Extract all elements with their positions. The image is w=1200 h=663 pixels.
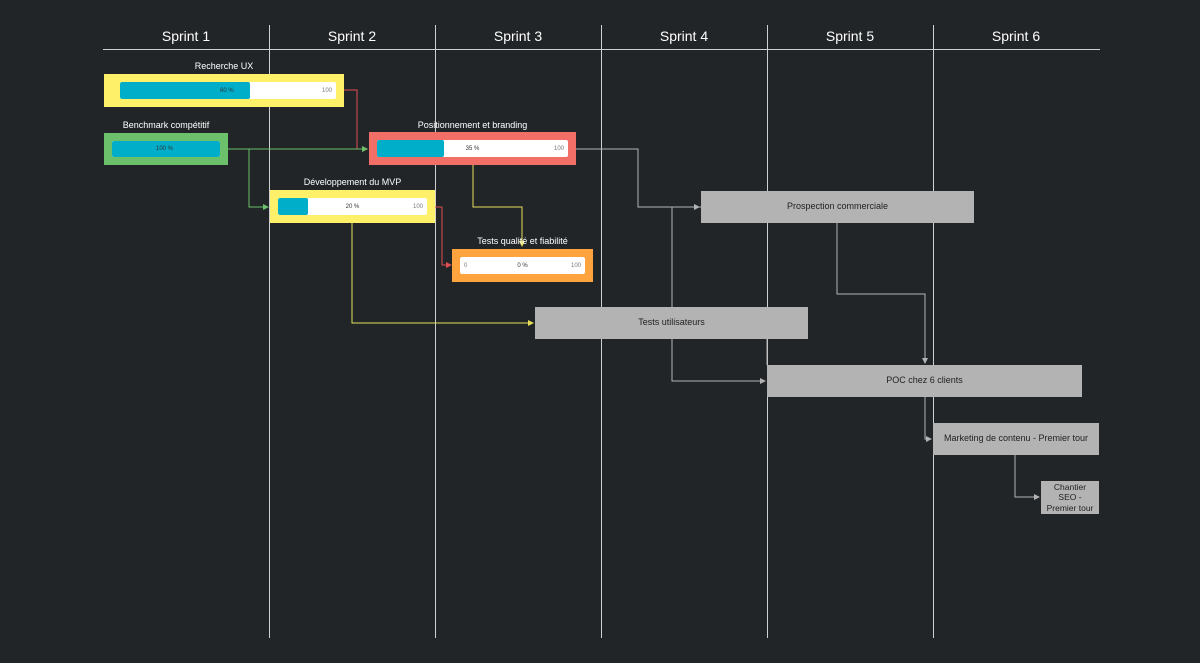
task-title-recherche-ux: Recherche UX [194,61,254,71]
progress-max: 100 [553,145,564,152]
task-prospection[interactable]: Prospection commerciale [701,191,974,223]
sprint-header-6: Sprint 6 [991,28,1041,44]
progress-track: 35 % 100 [377,140,568,157]
task-title-branding: Positionnement et branding [417,120,528,130]
task-marketing[interactable]: Marketing de contenu - Premier tour [933,423,1099,455]
progress-percent: 20 % [345,203,360,210]
link-mvp-to-qa [435,206,452,268]
task-seo[interactable]: Chantier SEO - Premier tour [1041,481,1099,514]
task-mvp[interactable]: 20 % 100 [270,190,435,223]
task-title-mvp: Développement du MVP [303,177,402,187]
progress-track: 20 % 100 [278,198,427,215]
progress-percent: 60 % [220,87,234,94]
progress-fill [377,140,444,157]
progress-fill [120,82,250,99]
progress-fill [278,198,308,215]
progress-max: 100 [570,262,581,269]
link-poc-to-marketing [924,397,932,442]
progress-percent: 0 % [517,262,528,269]
task-title-benchmark: Benchmark compétitif [122,120,210,130]
link-branding-to-prospection [576,148,700,210]
progress-percent: 35 % [465,145,480,152]
progress-min: 0 [464,262,468,269]
sprint-header-3: Sprint 3 [493,28,543,44]
progress-max: 100 [321,87,332,94]
progress-percent: 100 % [156,146,174,152]
link-prospection-to-poc [836,223,928,364]
link-benchmark-to-mvp [228,148,269,210]
sprint-header-2: Sprint 2 [327,28,377,44]
progress-fill [112,141,220,157]
progress-max: 100 [412,203,423,210]
link-branding-to-qa [472,165,525,247]
sprint-divider [933,25,934,638]
sprint-header-4: Sprint 4 [659,28,709,44]
task-benchmark[interactable]: 100 % [104,133,228,165]
task-title-qa: Tests qualité et fiabilité [477,236,568,246]
task-qa[interactable]: 0 0 % 100 [452,249,593,282]
task-recherche-ux[interactable]: 60 % 100 [104,74,344,107]
progress-track: 100 % [112,141,220,157]
link-ux-to-branding [344,89,368,152]
sprint-divider [435,25,436,638]
task-branding[interactable]: 35 % 100 [369,132,576,165]
sprint-header-1: Sprint 1 [161,28,211,44]
sprint-divider [269,25,270,638]
progress-track: 60 % 100 [120,82,336,99]
link-prospection-to-poc-left [671,206,766,384]
task-poc[interactable]: POC chez 6 clients [767,365,1082,397]
link-marketing-to-seo [1014,455,1040,500]
task-tests-utilisateurs[interactable]: Tests utilisateurs [535,307,808,339]
progress-track: 0 0 % 100 [460,257,585,274]
link-mvp-to-usertests [351,223,534,326]
sprint-header-5: Sprint 5 [825,28,875,44]
